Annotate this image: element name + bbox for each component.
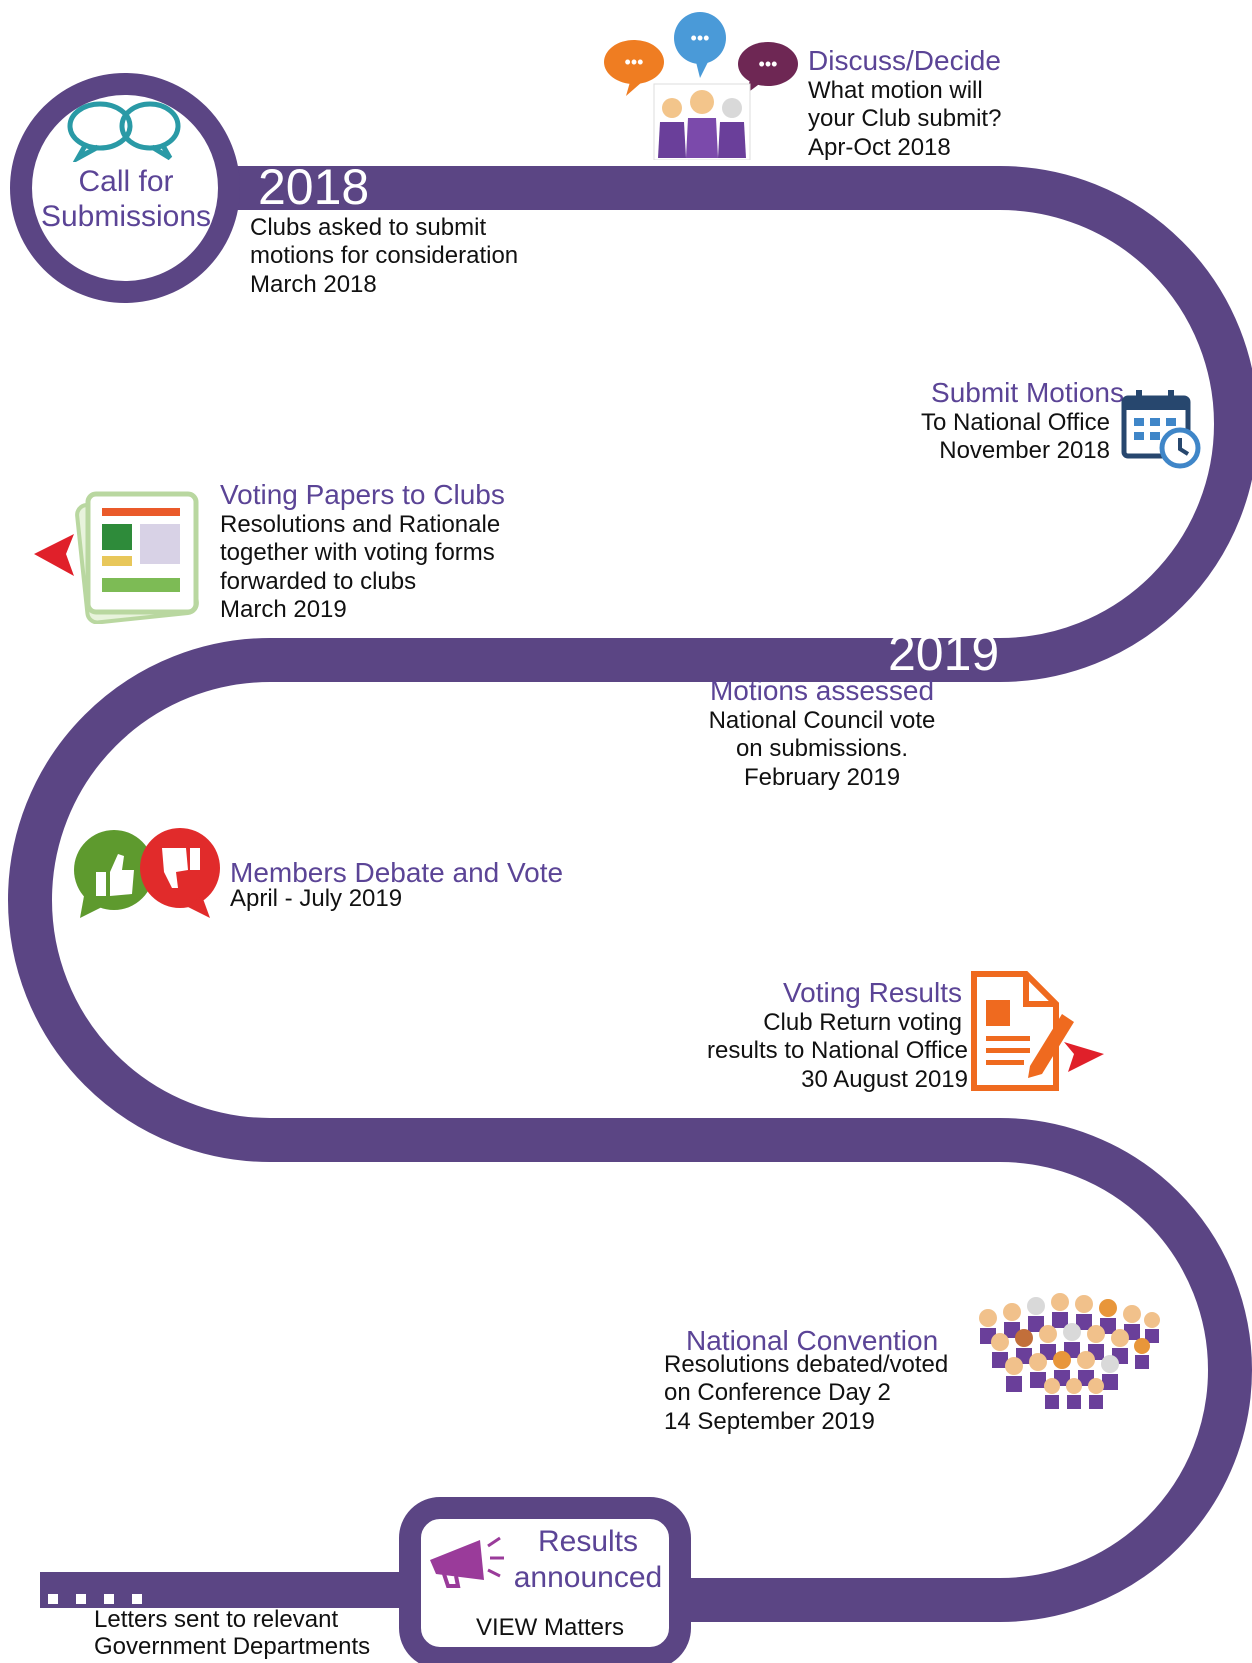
clubs-asked-line1: Clubs asked to submit	[250, 214, 487, 241]
voting-papers-title: Voting Papers to Clubs	[220, 479, 505, 510]
document-icon	[34, 491, 199, 624]
announced-line2: announced	[513, 1561, 663, 1594]
road-dashes	[48, 1594, 142, 1604]
submit-text: Submit Motions To National Office Novemb…	[870, 376, 1124, 466]
thumbs-up-down-icon	[74, 828, 220, 918]
letters-text: Letters sent to relevant Government Depa…	[94, 1606, 370, 1661]
assessed-line2: on submissions.	[735, 735, 909, 763]
discuss-text: Discuss/Decide What motion will your Clu…	[808, 44, 1001, 162]
discuss-line3: Apr-Oct 2018	[808, 133, 951, 161]
svg-text:•••: •••	[759, 54, 778, 74]
voting-papers-line2: together with voting forms	[220, 539, 495, 567]
start-label: Call for Submissions	[30, 164, 222, 235]
red-pointer-icon	[34, 534, 74, 576]
red-pointer-icon	[1064, 1042, 1104, 1072]
debate-text: Members Debate and Vote April - July 201…	[230, 856, 563, 913]
road-path	[8, 166, 1252, 1622]
discuss-line2: your Club submit?	[808, 105, 1002, 133]
submit-line1: To National Office	[921, 409, 1110, 437]
results-text: Voting Results Club Return voting result…	[660, 976, 968, 1094]
convention-line2: on Conference Day 2	[664, 1379, 891, 1407]
start-label-line1: Call for	[78, 165, 174, 198]
voting-papers-line4: March 2019	[220, 595, 347, 623]
megaphone-icon	[430, 1536, 504, 1588]
voting-papers-line3: forwarded to clubs	[220, 567, 417, 595]
voting-papers-text: Voting Papers to Clubs Resolutions and R…	[220, 478, 505, 624]
start-label-line2: Submissions	[40, 200, 212, 234]
submit-title: Submit Motions	[931, 377, 1124, 408]
convention-title: National Convention	[686, 1325, 939, 1356]
convention-line3: 14 September 2019	[664, 1407, 875, 1435]
clubs-asked-line2: motions for consideration	[250, 242, 519, 270]
assessed-line3: February 2019	[743, 763, 901, 791]
convention-text: National Convention Resolutions debated/…	[664, 1324, 948, 1436]
svg-text:•••: •••	[691, 28, 710, 48]
assessed-line1: National Council vote	[708, 707, 936, 735]
announced-line1: Results	[537, 1525, 639, 1558]
calendar-clock-icon	[1121, 390, 1201, 469]
debate-line1: April - July 2019	[230, 885, 403, 913]
clubs-asked-line3: March 2018	[250, 270, 377, 298]
letters-line1: Letters sent to relevant	[94, 1606, 339, 1633]
results-title: Voting Results	[783, 977, 962, 1008]
announced-sub: VIEW Matters	[475, 1614, 625, 1641]
year-2019: 2019	[888, 625, 1000, 681]
clubs-asked-text: Clubs asked to submit motions for consid…	[250, 214, 518, 299]
announced-text: Results announced	[506, 1524, 670, 1596]
voting-papers-line1: Resolutions and Rationale	[220, 511, 501, 539]
assessed-title: Motions assessed	[709, 675, 935, 706]
assessed-text: Motions assessed National Council vote o…	[650, 674, 994, 792]
results-line2: results to National Office	[706, 1037, 968, 1065]
svg-text:•••: •••	[625, 52, 644, 72]
speech-bubbles-icon	[67, 101, 181, 162]
discuss-title: Discuss/Decide	[808, 45, 1001, 76]
debate-title: Members Debate and Vote	[230, 857, 564, 888]
discuss-line1: What motion will	[808, 77, 983, 105]
crowd-icon	[979, 1293, 1160, 1409]
submit-line2: November 2018	[939, 437, 1110, 465]
results-line3: 30 August 2019	[801, 1065, 968, 1093]
year-2018: 2018	[258, 159, 370, 215]
results-line1: Club Return voting	[763, 1009, 962, 1037]
convention-line1: Resolutions debated/voted	[664, 1351, 949, 1379]
form-pen-icon	[971, 971, 1104, 1091]
discussion-people-icon: ••• ••• •••	[604, 12, 798, 160]
letters-line2: Government Departments	[94, 1633, 371, 1661]
